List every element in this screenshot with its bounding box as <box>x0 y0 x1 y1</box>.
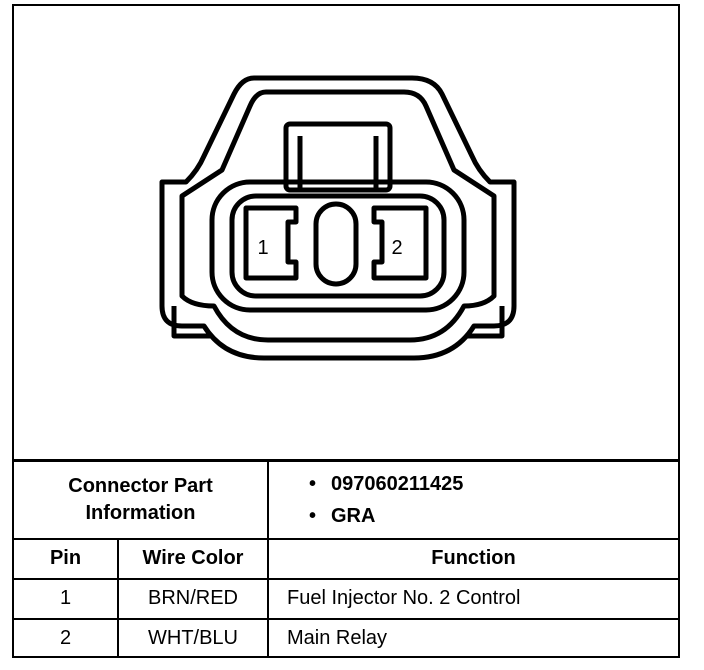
bullet-icon: • <box>309 504 317 527</box>
header-pin: Pin <box>14 537 119 580</box>
connector-drawing: 1 2 <box>159 75 517 361</box>
connector-figure: 1 2 Connector Part Information • 09706021… <box>12 4 680 658</box>
pin-1-terminal <box>243 205 299 281</box>
center-key <box>313 201 359 287</box>
left-ledge <box>171 306 210 339</box>
locking-tab <box>283 121 393 193</box>
connector-info-table: Connector Part Information • 097060211425… <box>14 459 678 658</box>
color-code-item: • GRA <box>309 500 678 532</box>
bullet-icon: • <box>309 472 317 495</box>
part-info-row: Connector Part Information • 097060211425… <box>14 459 678 540</box>
pin-1-label: 1 <box>257 237 268 259</box>
part-info-label-line1: Connector Part <box>68 474 213 497</box>
pin-2-terminal <box>371 205 429 281</box>
table-header-row: Pin Wire Color Function <box>14 537 678 580</box>
color-code: GRA <box>331 504 376 527</box>
part-info-label: Connector Part Information <box>14 459 269 540</box>
row-2-function: Main Relay <box>267 617 678 658</box>
connector-housing-outline <box>159 75 517 361</box>
pin-2-label: 2 <box>391 237 402 259</box>
row-1-function: Fuel Injector No. 2 Control <box>267 577 678 620</box>
table-row: 2 WHT/BLU Main Relay <box>14 617 678 658</box>
right-ledge <box>466 306 505 339</box>
row-2-pin: 2 <box>14 617 119 658</box>
part-number-item: • 097060211425 <box>309 468 678 500</box>
row-2-wire-color: WHT/BLU <box>117 617 269 658</box>
row-1-pin: 1 <box>14 577 119 620</box>
part-info-values: • 097060211425 • GRA <box>267 459 678 540</box>
part-info-label-line2: Information <box>85 501 196 524</box>
terminal-cavity-outer <box>209 179 467 313</box>
connector-diagram: 1 2 <box>14 6 678 459</box>
row-1-wire-color: BRN/RED <box>117 577 269 620</box>
header-function: Function <box>267 537 678 580</box>
connector-inner-outline <box>179 89 497 343</box>
header-wire-color: Wire Color <box>117 537 269 580</box>
part-number: 097060211425 <box>331 472 464 495</box>
table-row: 1 BRN/RED Fuel Injector No. 2 Control <box>14 577 678 620</box>
terminal-cavity-inner <box>229 193 447 299</box>
